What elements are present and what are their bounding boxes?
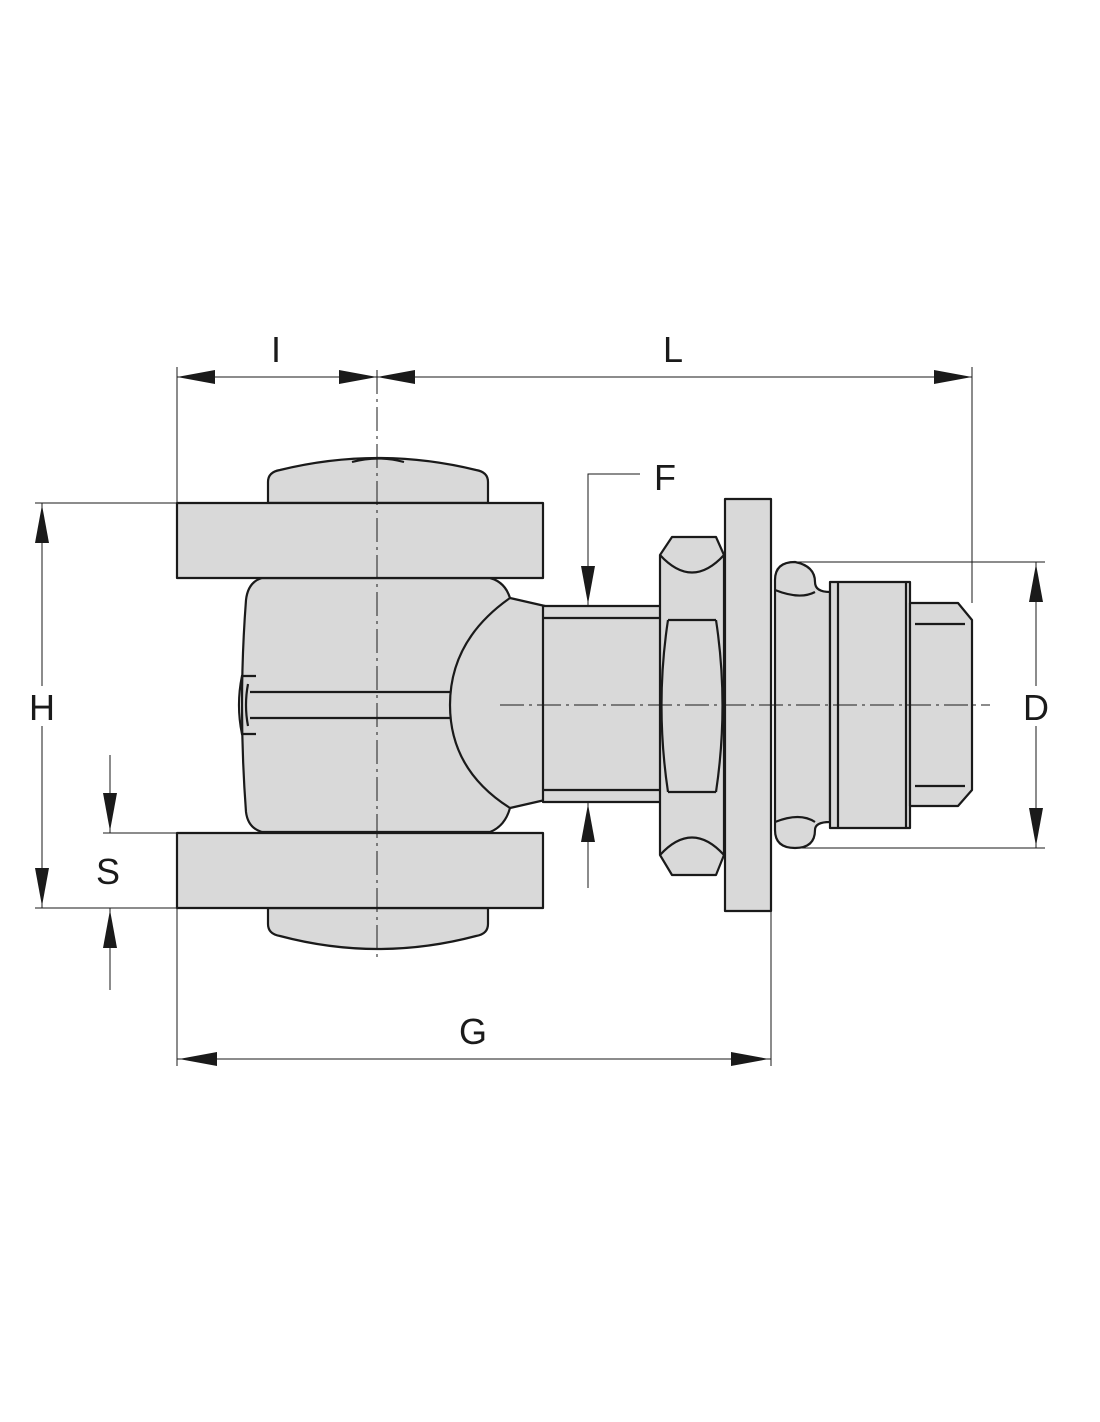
s-top-arrow	[103, 793, 117, 831]
body-neck-curve	[448, 597, 511, 809]
s-bottom-arrow	[103, 910, 117, 948]
hex-nut	[658, 535, 726, 877]
shaft-thread-lines	[543, 616, 661, 792]
d-top-arrow	[1029, 564, 1043, 602]
threaded-shaft	[541, 604, 663, 804]
top-dome-cap	[266, 456, 490, 505]
dim-label-l: L	[663, 329, 683, 370]
hex-nut-facets	[659, 554, 725, 856]
dimension-g: G	[176, 908, 772, 1066]
h-top-arrow	[35, 505, 49, 543]
dimension-i-l: I L	[176, 329, 973, 603]
retaining-clip	[237, 674, 256, 736]
dimension-d: D	[795, 561, 1058, 849]
d-bottom-arrow	[1029, 808, 1043, 846]
dim-label-f: F	[654, 457, 676, 498]
dim-label-i: I	[271, 329, 281, 370]
i-right-arrow	[339, 370, 377, 384]
l-right-arrow	[934, 370, 972, 384]
hinge-assembly	[175, 456, 974, 951]
bottom-dome-cap	[266, 906, 490, 951]
dimension-f: F	[581, 457, 676, 888]
g-left-arrow	[179, 1052, 217, 1066]
pin-slot	[250, 690, 450, 720]
i-left-arrow	[177, 370, 215, 384]
dim-label-s: S	[96, 851, 120, 892]
f-bottom-arrow	[581, 804, 595, 842]
collar-ring-line	[774, 588, 816, 824]
dim-label-h: H	[29, 687, 55, 728]
top-cap-marking	[351, 457, 405, 464]
bottom-flange-plate	[175, 831, 545, 910]
l-left-arrow	[377, 370, 415, 384]
dimension-h: H	[20, 502, 177, 909]
threaded-end-tip	[908, 601, 974, 808]
top-flange-plate	[175, 501, 545, 580]
dim-label-d: D	[1023, 687, 1049, 728]
f-top-arrow	[581, 566, 595, 604]
h-bottom-arrow	[35, 868, 49, 906]
dim-label-g: G	[459, 1011, 487, 1052]
dimension-s: S	[96, 755, 177, 990]
g-right-arrow	[731, 1052, 769, 1066]
hinge-body	[240, 576, 547, 834]
